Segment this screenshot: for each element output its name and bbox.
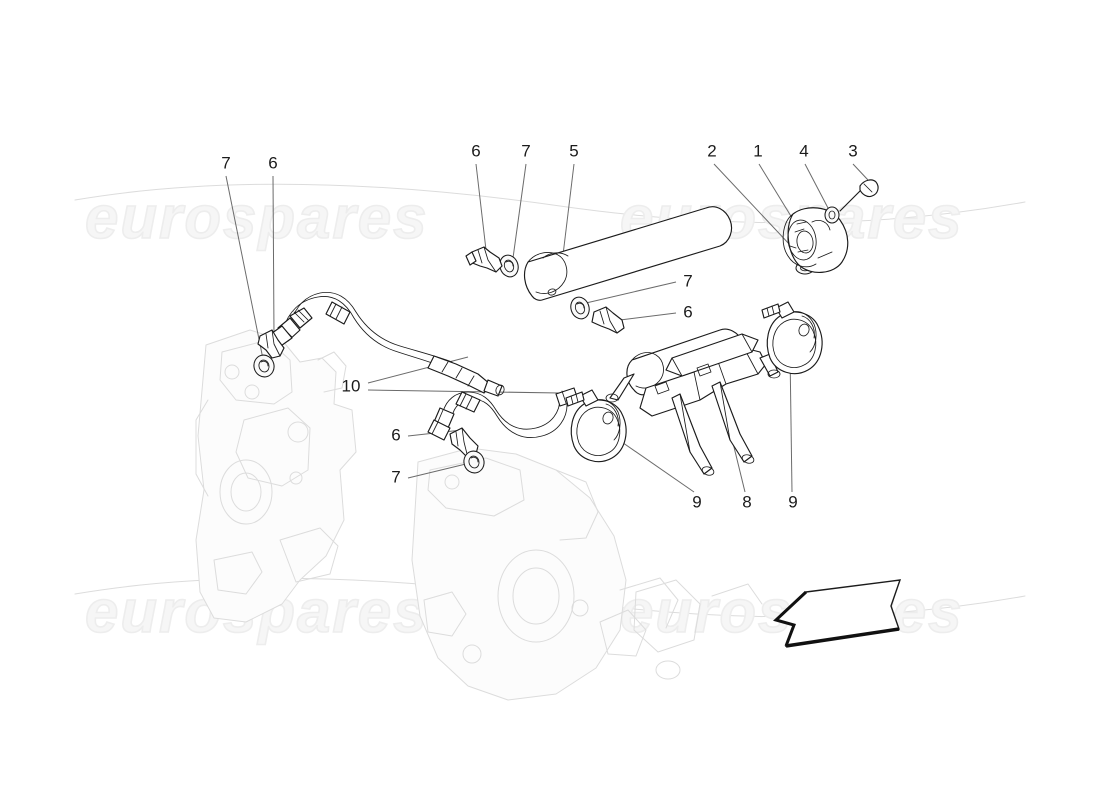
part-retaining-clamp-left[interactable] bbox=[565, 389, 627, 463]
direction-arrow bbox=[774, 579, 902, 647]
part-hose-end-fitting-upper-right[interactable] bbox=[427, 355, 505, 397]
lead-line-7c bbox=[585, 281, 677, 304]
lead-line-10b bbox=[367, 389, 561, 394]
callout-9a: 9 bbox=[692, 492, 701, 511]
part-union-fitting-6b[interactable] bbox=[465, 246, 503, 273]
callout-7b: 7 bbox=[521, 141, 530, 160]
callout-8: 8 bbox=[742, 492, 751, 511]
callout-6a: 6 bbox=[268, 153, 277, 172]
part-sealing-washer-7b[interactable] bbox=[497, 253, 521, 279]
part-retaining-clamp-right[interactable] bbox=[761, 301, 823, 375]
part-receiver-drier-cylinder[interactable] bbox=[523, 206, 733, 301]
part-compressor-washer[interactable] bbox=[824, 206, 840, 224]
callout-7c: 7 bbox=[683, 271, 692, 290]
callout-7d: 7 bbox=[391, 467, 400, 486]
lead-line-6a bbox=[272, 175, 275, 337]
callout-4: 4 bbox=[799, 141, 808, 160]
part-compressor-body[interactable] bbox=[782, 207, 849, 273]
part-sealing-washer-7c[interactable] bbox=[568, 295, 592, 321]
direction-arrow-shadow-base bbox=[785, 627, 900, 648]
callout-5: 5 bbox=[569, 141, 578, 160]
callout-6d: 6 bbox=[391, 425, 400, 444]
part-compressor-mounting-bolt[interactable] bbox=[839, 179, 879, 212]
callout-10: 10 bbox=[342, 376, 361, 395]
lead-line-7b bbox=[512, 163, 527, 259]
callout-6c: 6 bbox=[683, 302, 692, 321]
part-sealing-washer-7a[interactable] bbox=[251, 353, 276, 379]
callout-7a: 7 bbox=[221, 153, 230, 172]
ghost-engine-block-right bbox=[411, 447, 679, 701]
part-refrigerant-hose-lower[interactable] bbox=[427, 387, 579, 441]
lead-line-4 bbox=[804, 163, 829, 209]
lead-line-3 bbox=[852, 163, 869, 181]
watermark-text: eurospares bbox=[85, 184, 429, 251]
lead-line-9b bbox=[789, 351, 793, 493]
ghost-engine-accessory bbox=[633, 579, 763, 680]
watermark-swoosh bbox=[74, 183, 1026, 224]
part-sealing-washer-7d[interactable] bbox=[461, 449, 486, 475]
part-hose-end-fitting-lower[interactable] bbox=[427, 419, 451, 441]
part-union-fitting-6c[interactable] bbox=[591, 306, 625, 334]
callout-1: 1 bbox=[753, 141, 762, 160]
callout-3: 3 bbox=[848, 141, 857, 160]
direction-arrow-shadow bbox=[773, 590, 808, 647]
callout-2: 2 bbox=[707, 141, 716, 160]
callout-6b: 6 bbox=[471, 141, 480, 160]
callout-9b: 9 bbox=[788, 492, 797, 511]
lead-line-6b bbox=[475, 163, 487, 251]
lead-line-7a bbox=[225, 175, 265, 365]
part-union-fitting-6a[interactable] bbox=[257, 329, 285, 359]
lead-line-9a bbox=[615, 437, 695, 493]
lead-line-7d bbox=[407, 462, 471, 479]
lead-line-5 bbox=[562, 163, 575, 256]
part-mounting-bracket[interactable] bbox=[605, 328, 781, 477]
